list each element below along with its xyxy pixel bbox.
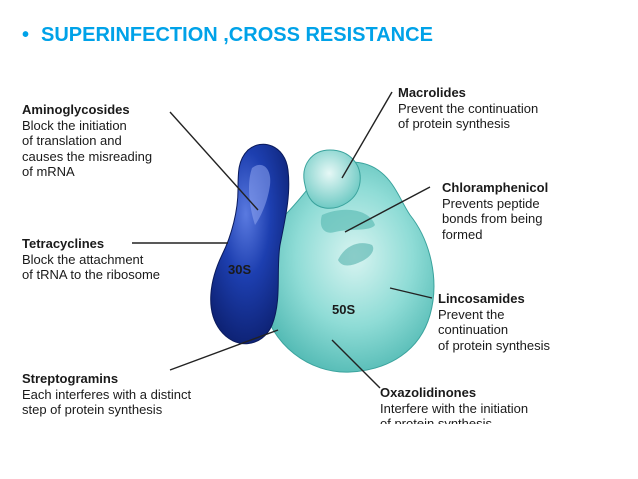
line-chloramphenicol [344,186,431,233]
lincosamides-text: Prevent the continuation of protein synt… [438,306,551,353]
label-chloramphenicol: Chloramphenicol Prevents peptide bonds f… [442,180,548,242]
large-subunit-50s [256,161,435,373]
aminoglycosides-name: Aminoglycosides [22,102,130,117]
slide-title: • SUPERINFECTION ,CROSS RESISTANCE [22,24,433,47]
image-crop-edge [0,424,638,479]
label-macrolides: Macrolides Prevent the continuation of p… [398,85,538,132]
title-text: SUPERINFECTION ,CROSS RESISTANCE [41,24,433,46]
lincosamides-name: Lincosamides [438,291,525,306]
label-streptogramins: Streptogramins Each interferes with a di… [22,371,191,418]
label-lincosamides: Lincosamides Prevent the continuation of… [438,291,550,353]
tetracyclines-text: Block the attachment of tRNA to the ribo… [22,251,161,283]
large-subunit-groove [320,209,375,233]
subunit-30s-label: 30S [228,262,252,277]
large-subunit-lobe [303,149,361,209]
streptogramins-name: Streptogramins [22,371,119,386]
label-aminoglycosides: Aminoglycosides Block the initiation of … [22,102,152,180]
aminoglycosides-text: Block the initiation of translation and … [22,117,153,180]
streptogramins-text: Each interferes with a distinct step of … [22,386,192,418]
label-oxazolidinones: Oxazolidinones Interfere with the initia… [380,385,528,432]
small-subunit-30s [210,143,290,345]
line-oxazolidinones [331,339,381,389]
subunit-50s-label: 50S [332,302,356,317]
line-streptogramins [169,329,279,371]
chloramphenicol-text: Prevents peptide bonds from being formed [442,195,543,242]
macrolides-text: Prevent the continuation of protein synt… [398,100,539,132]
title-bullet: • [22,24,30,46]
oxazolidinones-name: Oxazolidinones [380,385,477,400]
line-lincosamides [389,287,433,299]
small-subunit-highlight [248,164,271,225]
macrolides-name: Macrolides [398,85,466,100]
line-macrolides [341,91,393,179]
chloramphenicol-name: Chloramphenicol [442,180,549,195]
tetracyclines-name: Tetracyclines [22,236,105,251]
line-aminoglycosides [169,111,259,211]
label-tetracyclines: Tetracyclines Block the attachment of tR… [22,236,160,283]
large-subunit-stalk [338,243,374,266]
